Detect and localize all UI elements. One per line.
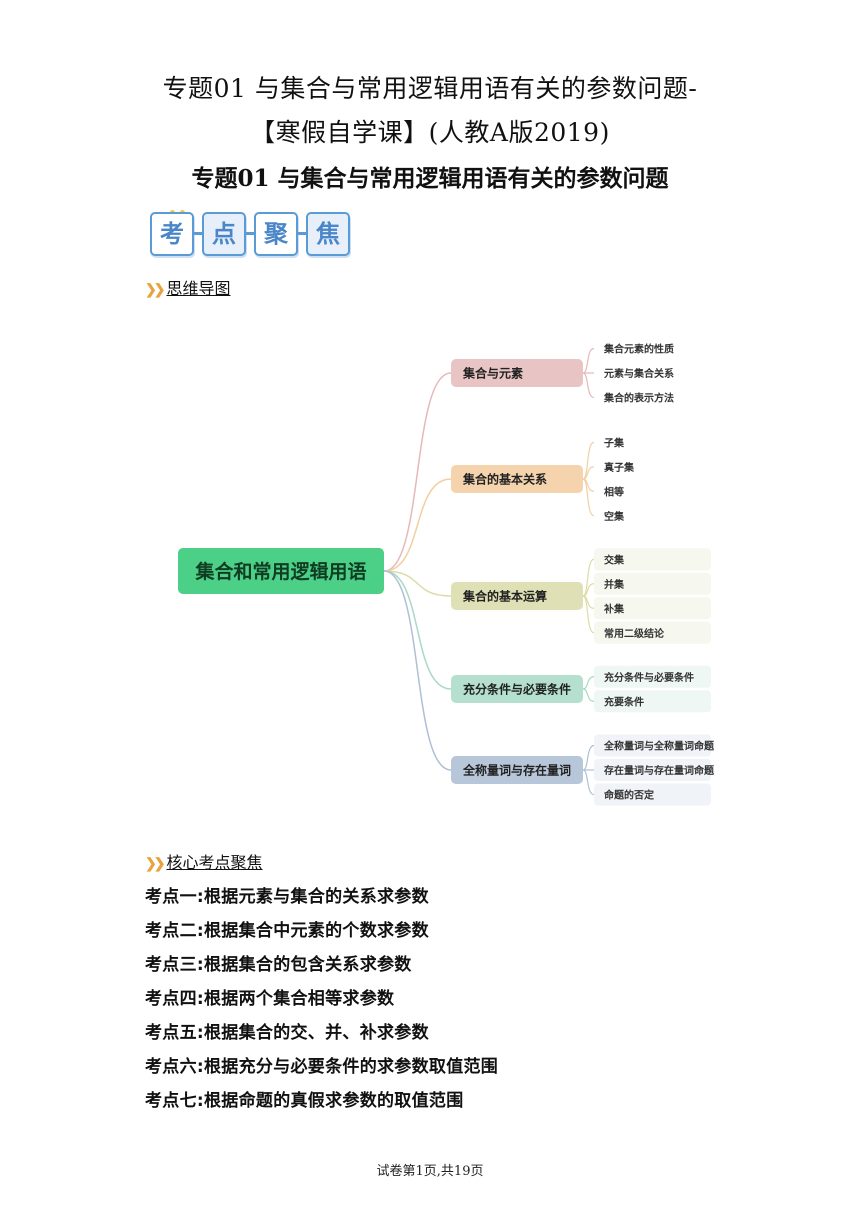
mind-map-diagram: 集合元素的性质元素与集合关系集合的表示方法集合与元素子集真子集相等空集集合的基本… bbox=[178, 343, 715, 806]
leaf-node-label: 真子集 bbox=[604, 461, 635, 474]
leaf-node-label: 集合的表示方法 bbox=[603, 392, 674, 405]
key-point-item: 考点五:根据集合的交、并、补求参数 bbox=[145, 1023, 429, 1043]
leaf-node-label: 交集 bbox=[604, 553, 625, 566]
key-point-item: 考点四:根据两个集合相等求参数 bbox=[145, 989, 395, 1009]
badge-connector bbox=[298, 232, 308, 235]
leaf-node-label: 空集 bbox=[604, 510, 625, 523]
leaf-node-label: 元素与集合关系 bbox=[604, 367, 674, 380]
leaf-connector bbox=[582, 372, 595, 399]
badge-connector bbox=[194, 232, 204, 235]
key-point-item: 考点三:根据集合的包含关系求参数 bbox=[145, 955, 412, 975]
leaf-node-label: 充要条件 bbox=[604, 695, 644, 708]
leaf-node-label: 全称量词与全称量词命题 bbox=[603, 740, 715, 753]
leaf-node-box bbox=[594, 783, 711, 806]
branch-connector bbox=[383, 372, 452, 572]
leaf-node-label: 并集 bbox=[604, 578, 625, 591]
leaf-node-label: 存在量词与存在量词命题 bbox=[604, 764, 715, 777]
document-title-line2: 【寒假自学课】(人教A版2019) bbox=[250, 118, 610, 147]
badge-char: 焦 bbox=[306, 212, 350, 256]
leaf-connector bbox=[582, 676, 595, 690]
document-title-line1: 专题01 与集合与常用逻辑用语有关的参数问题- bbox=[162, 74, 698, 103]
leaf-node-label: 相等 bbox=[604, 485, 624, 498]
key-point-item: 考点六:根据充分与必要条件的求参数取值范围 bbox=[145, 1057, 499, 1077]
leaf-node-box bbox=[594, 759, 711, 781]
core-points-heading: ❯❯核心考点聚焦 bbox=[145, 849, 262, 873]
leaf-node-box bbox=[594, 621, 711, 644]
leaf-node-box bbox=[594, 690, 711, 713]
branch-node-box bbox=[451, 582, 583, 610]
focus-badge: 考 点 聚 焦 bbox=[148, 210, 358, 260]
key-point-item: 考点二:根据集合中元素的个数求参数 bbox=[145, 921, 429, 941]
leaf-node-box bbox=[594, 572, 711, 595]
leaf-node-box bbox=[594, 665, 711, 688]
branch-node-box bbox=[451, 465, 583, 493]
mind-map-heading: ❯❯思维导图 bbox=[145, 275, 230, 299]
leaf-connector bbox=[582, 441, 595, 480]
leaf-connector bbox=[582, 478, 595, 517]
double-chevron-icon: ❯❯ bbox=[145, 282, 166, 298]
root-node-label: 集合和常用逻辑用语 bbox=[194, 560, 366, 583]
leaf-node-box bbox=[594, 734, 711, 757]
badge-connector bbox=[246, 232, 256, 235]
badge-char: 聚 bbox=[254, 212, 298, 256]
badge-char: 考 bbox=[150, 212, 194, 256]
leaf-node-label: 命题的否定 bbox=[603, 789, 654, 802]
core-points-heading-label: 核心考点聚焦 bbox=[166, 853, 263, 872]
key-point-item: 考点七:根据命题的真假求参数的取值范围 bbox=[145, 1091, 464, 1111]
document-subtitle: 专题01 与集合与常用逻辑用语有关的参数问题 bbox=[191, 165, 669, 192]
branch-node-box bbox=[451, 675, 583, 703]
root-node-box bbox=[178, 548, 384, 594]
mind-map-heading-label: 思维导图 bbox=[166, 279, 231, 298]
double-chevron-icon: ❯❯ bbox=[145, 856, 166, 872]
leaf-connector bbox=[582, 744, 595, 771]
branch-connector bbox=[383, 570, 452, 771]
leaf-connector bbox=[582, 347, 595, 374]
key-point-item: 考点一:根据元素与集合的关系求参数 bbox=[145, 887, 429, 907]
leaf-connector bbox=[582, 769, 595, 796]
branch-node-box bbox=[451, 756, 583, 784]
leaf-connector bbox=[582, 688, 595, 702]
branch-node-label: 集合的基本关系 bbox=[462, 472, 547, 487]
page-footer: 试卷第1页,共19页 bbox=[376, 1164, 484, 1179]
branch-connector bbox=[383, 570, 452, 597]
branch-node-label: 全称量词与存在量词 bbox=[462, 763, 571, 778]
branch-node-box bbox=[451, 359, 583, 387]
branch-node-label: 集合的基本运算 bbox=[462, 589, 547, 604]
leaf-connector bbox=[582, 558, 595, 597]
branch-node-label: 集合与元素 bbox=[462, 366, 523, 381]
branch-connector bbox=[383, 570, 452, 690]
leaf-node-label: 充分条件与必要条件 bbox=[604, 671, 694, 684]
leaf-connector bbox=[582, 595, 595, 634]
leaf-node-label: 子集 bbox=[604, 436, 625, 449]
branch-node-label: 充分条件与必要条件 bbox=[463, 682, 571, 697]
leaf-node-box bbox=[594, 548, 711, 571]
badge-char: 点 bbox=[202, 212, 246, 256]
branch-connector bbox=[383, 478, 452, 572]
leaf-node-box bbox=[594, 597, 711, 620]
leaf-node-label: 集合元素的性质 bbox=[603, 343, 674, 356]
leaf-node-label: 常用二级结论 bbox=[604, 627, 665, 640]
leaf-node-label: 补集 bbox=[603, 602, 625, 615]
